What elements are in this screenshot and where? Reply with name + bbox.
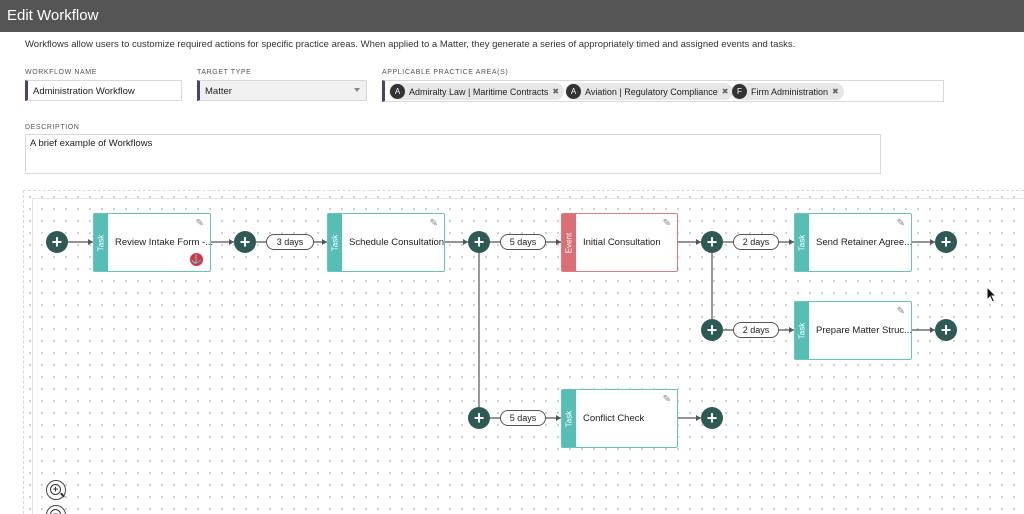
practice-area-chip: F Firm Administration ✖ [731,83,844,100]
pencil-icon[interactable]: ✎ [195,218,204,229]
close-icon[interactable]: ✖ [721,87,729,96]
delay-pill[interactable]: 5 days [500,234,546,250]
task-type-band: Task [562,390,576,447]
pencil-icon[interactable]: ✎ [896,218,905,229]
practice-areas-label: APPLICABLE PRACTICE AREA(S) [382,69,509,76]
workflow-name-input[interactable]: Administration Workflow [25,80,182,101]
chip-avatar: A [390,84,405,99]
event-title: Initial Consultation [583,237,661,248]
add-step-plus-icon[interactable]: + [468,231,490,253]
pencil-icon[interactable]: ✎ [662,218,671,229]
pencil-icon[interactable]: ✎ [429,218,438,229]
caret-down-icon [354,88,360,92]
chip-label: Firm Administration [751,86,829,97]
task-title: Prepare Matter Struc... [816,325,913,336]
task-type-band: Task [795,214,809,271]
practice-area-chip: A Admiralty Law | Maritime Contracts ✖ [389,83,565,100]
event-type-band: Event [562,214,576,271]
add-step-plus-icon[interactable]: + [46,231,68,253]
workflow-task-card[interactable]: Task Review Intake Form -... ✎ ⚓ [93,213,214,272]
workflow-task-card[interactable]: Task Conflict Check ✎ [561,389,678,448]
workflow-name-label: WORKFLOW NAME [25,69,97,76]
chip-label: Aviation | Regulatory Compliance [585,86,718,97]
workflow-event-card[interactable]: Event Initial Consultation ✎ [561,213,678,272]
intro-text: Workflows allow users to customize requi… [25,39,796,50]
task-title: Schedule Consultation [349,237,445,248]
chip-avatar: A [566,84,581,99]
add-step-plus-icon[interactable]: + [701,231,723,253]
target-type-value: Matter [205,86,232,97]
description-value: A brief example of Workflows [30,138,153,149]
workflow-name-value: Administration Workflow [33,86,135,97]
task-title: Send Retainer Agree... [816,237,913,248]
add-step-plus-icon[interactable]: + [935,231,957,253]
practice-areas-input[interactable]: A Admiralty Law | Maritime Contracts ✖ A… [382,80,944,102]
close-icon[interactable]: ✖ [832,87,839,96]
task-type-band: Task [94,214,108,271]
workflow-task-card[interactable]: Task Prepare Matter Struc... ✎ [794,301,912,360]
close-icon[interactable]: ✖ [552,87,560,96]
practice-area-chip: A Aviation | Regulatory Compliance ✖ [565,83,734,100]
delay-pill[interactable]: 3 days [266,234,314,250]
add-step-plus-icon[interactable]: + [701,319,723,341]
task-title: Review Intake Form -... [115,237,214,248]
cursor-icon [986,286,998,303]
chip-avatar: F [732,84,747,99]
delay-pill[interactable]: 5 days [500,410,546,426]
page-title: Edit Workflow [7,7,99,24]
title-bar: Edit Workflow [0,0,1024,32]
add-step-plus-icon[interactable]: + [468,407,490,429]
delay-pill[interactable]: 2 days [733,322,779,338]
add-step-plus-icon[interactable]: + [701,407,723,429]
delay-pill[interactable]: 2 days [733,234,779,250]
chip-label: Admiralty Law | Maritime Contracts [409,86,549,97]
add-step-plus-icon[interactable]: + [935,319,957,341]
zoom-in-icon[interactable]: + [46,480,66,500]
pencil-icon[interactable]: ✎ [662,394,671,405]
target-type-label: TARGET TYPE [197,69,252,76]
target-type-select[interactable]: Matter [197,80,367,101]
workflow-task-card[interactable]: Task Schedule Consultation ✎ [327,213,445,272]
task-type-band: Task [795,302,809,359]
workflow-task-card[interactable]: Task Send Retainer Agree... ✎ [794,213,912,272]
description-input[interactable]: A brief example of Workflows [25,134,881,174]
task-type-band: Task [328,214,342,271]
anchor-icon: ⚓ [190,253,203,266]
description-label: DESCRIPTION [25,124,80,131]
pencil-icon[interactable]: ✎ [896,306,905,317]
add-step-plus-icon[interactable]: + [234,231,256,253]
task-title: Conflict Check [583,413,645,424]
